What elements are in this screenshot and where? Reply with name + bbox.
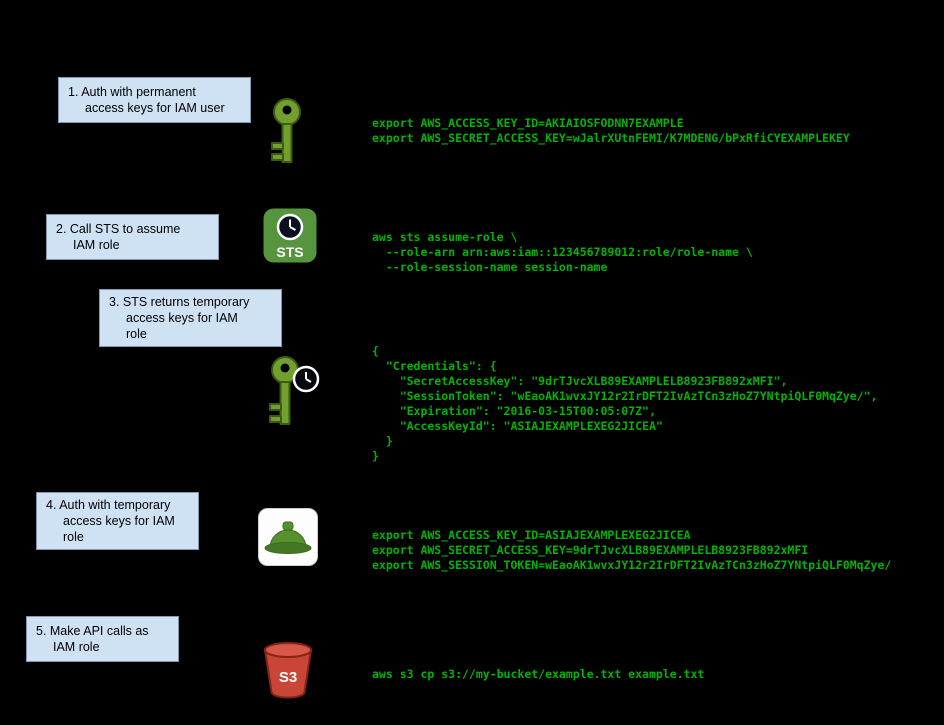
step-4-label-box: 4. Auth with temporary access keys for I… bbox=[36, 492, 199, 550]
sts-icon: STS bbox=[263, 208, 317, 268]
step-4-code: export AWS_ACCESS_KEY_ID=ASIAJEXAMPLEXEG… bbox=[372, 528, 892, 572]
sts-icon-label: STS bbox=[276, 244, 303, 260]
clock-icon bbox=[292, 365, 320, 398]
step-5-code: aws s3 cp s3://my-bucket/example.txt exa… bbox=[372, 667, 705, 681]
step-1-code: export AWS_ACCESS_KEY_ID=AKIAIOSFODNN7EX… bbox=[372, 116, 850, 145]
s3-bucket-glyph: S3 bbox=[263, 642, 313, 699]
hard-hat-glyph bbox=[258, 508, 318, 566]
hard-hat-icon bbox=[258, 508, 318, 571]
s3-icon-label: S3 bbox=[279, 669, 297, 686]
step-1-label: 1. Auth with permanent access keys for I… bbox=[68, 85, 225, 115]
step-2-label: 2. Call STS to assume IAM role bbox=[56, 222, 181, 252]
step-3-label-box: 3. STS returns temporary access keys for… bbox=[99, 289, 282, 347]
step-2-label-box: 2. Call STS to assume IAM role bbox=[46, 214, 219, 260]
step-3-code: { "Credentials": { "SecretAccessKey": "9… bbox=[372, 344, 878, 463]
step-5-label: 5. Make API calls as IAM role bbox=[36, 624, 149, 654]
step-2-code: aws sts assume-role \ --role-arn arn:aws… bbox=[372, 230, 753, 274]
step-1-label-box: 1. Auth with permanent access keys for I… bbox=[58, 77, 251, 123]
step-3-label: 3. STS returns temporary access keys for… bbox=[109, 295, 250, 341]
sts-glyph: STS bbox=[263, 208, 317, 263]
step-4-label: 4. Auth with temporary access keys for I… bbox=[46, 498, 175, 544]
s3-bucket-icon: S3 bbox=[261, 638, 315, 705]
key-glyph bbox=[271, 98, 301, 163]
step-5-label-box: 5. Make API calls as IAM role bbox=[26, 616, 179, 662]
temporary-access-key-icon bbox=[266, 352, 320, 435]
permanent-access-key-icon bbox=[268, 97, 306, 172]
